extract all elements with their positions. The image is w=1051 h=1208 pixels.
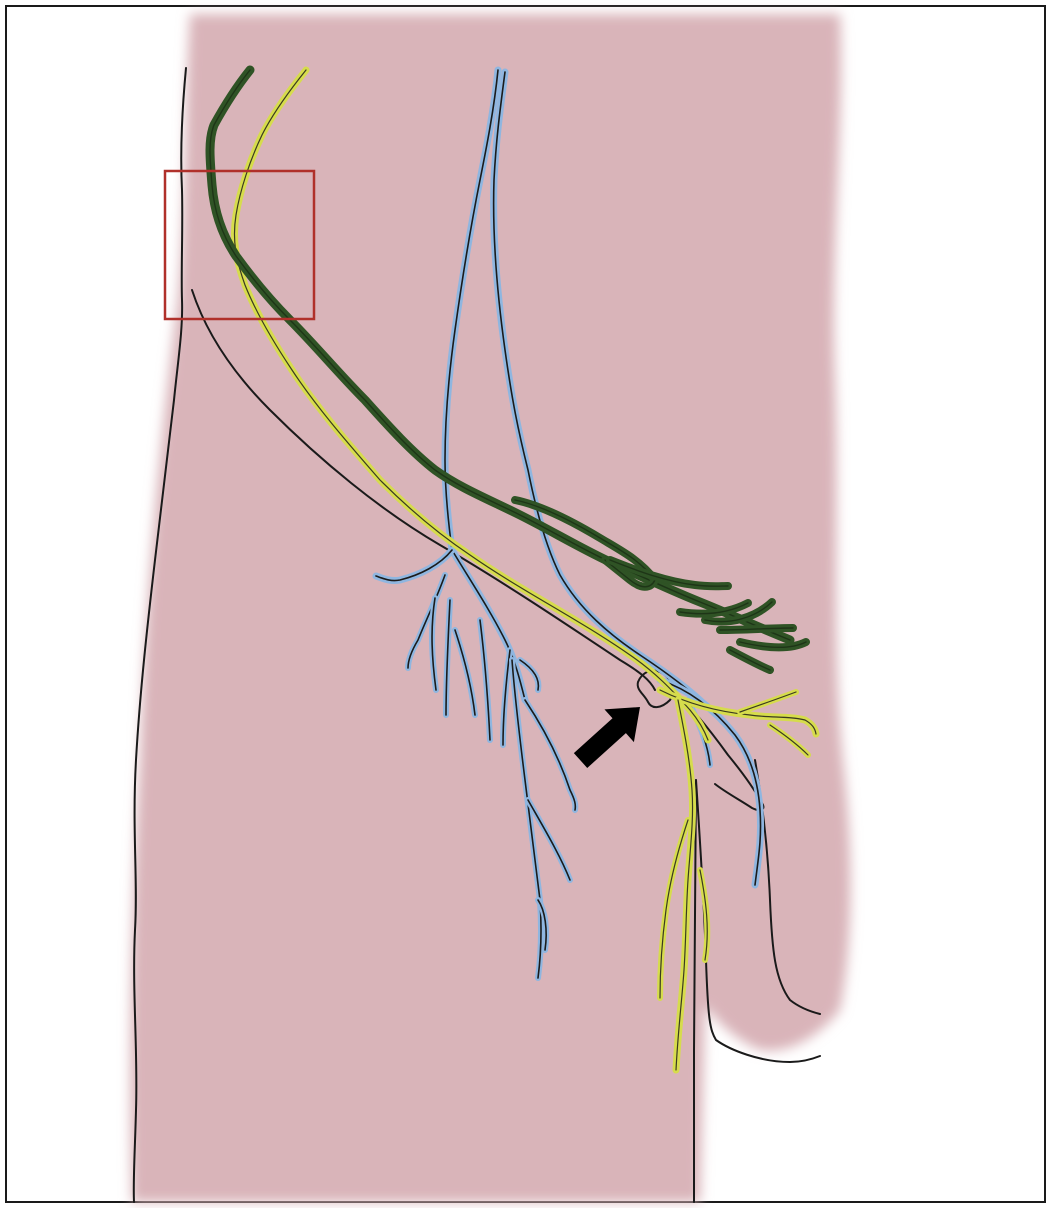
anatomy-diagram [0, 0, 1051, 1208]
